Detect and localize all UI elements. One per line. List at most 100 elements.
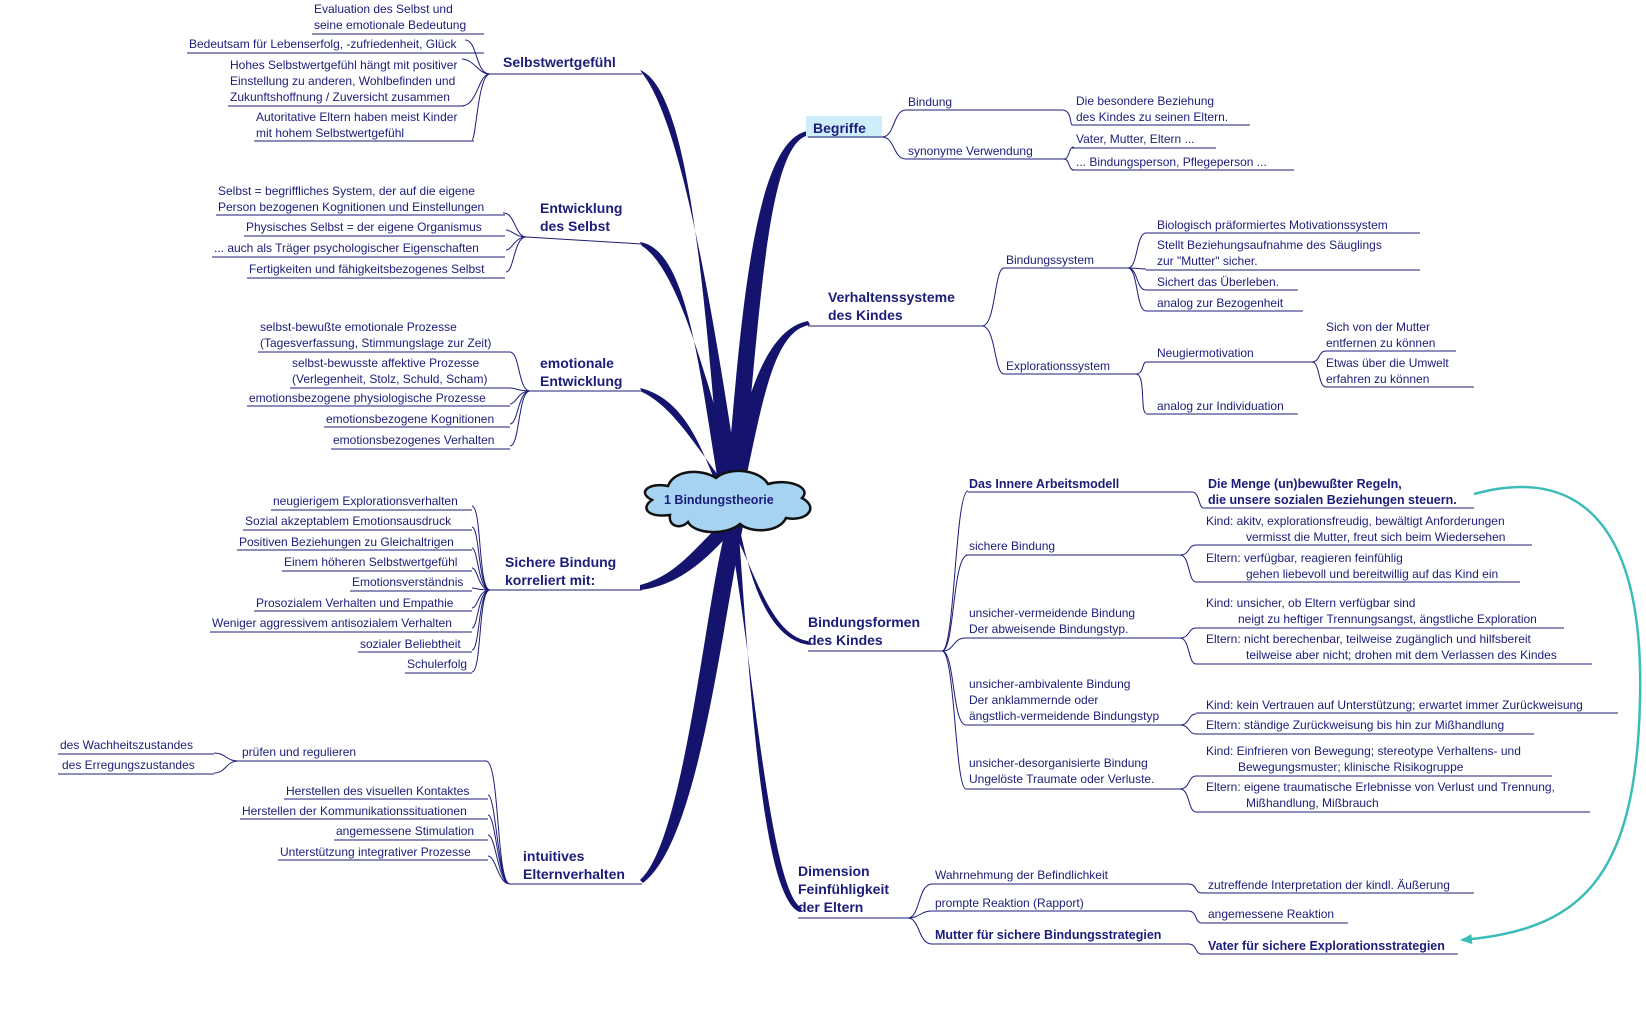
center-title: 1 Bindungstheorie [664, 493, 774, 507]
emotional-item-4: emotionsbezogene Kognitionen [326, 412, 494, 426]
bindungssystem-item-3: Sichert das Überleben. [1157, 275, 1279, 289]
sicher-item-6: Prosozialem Verhalten und Empathie [256, 596, 454, 610]
vermeidend-kind-1: Kind: unsicher, ob Eltern verfügbar sind [1206, 596, 1415, 610]
branch-verhalten: Verhaltenssysteme des Kindes Bindungssys… [808, 218, 1474, 415]
selbst-item-4: Fertigkeiten und fähigkeitsbezogenes Sel… [249, 262, 485, 276]
trunk-selbst [640, 242, 742, 505]
selbst-item-1b: Person bezogenen Kognitionen und Einstel… [218, 200, 484, 214]
selbst-item-3: ... auch als Träger psychologischer Eige… [214, 241, 479, 255]
topic-verhalten-1[interactable]: Verhaltenssysteme [828, 289, 955, 305]
dimension-vater: Vater für sichere Explorationsstrategien [1208, 939, 1445, 953]
sicher-item-5: Emotionsverständnis [352, 575, 463, 589]
formen-desorganisiert-1: unsicher-desorganisierte Bindung [969, 756, 1148, 770]
emotional-item-2b: (Verlegenheit, Stolz, Schuld, Scham) [292, 372, 487, 386]
relationship-arrow[interactable] [1460, 485, 1642, 945]
pruefen-item-2: des Erregungszustandes [62, 758, 195, 772]
connector-mutter [1187, 943, 1203, 955]
topic-sicher-1[interactable]: Sichere Bindung [505, 554, 616, 570]
neugier-item-2a: Etwas über die Umwelt [1326, 356, 1449, 370]
topic-emotional-2[interactable]: Entwicklung [540, 373, 622, 389]
reaktion-item: angemessene Reaktion [1208, 907, 1334, 921]
topic-dimension-1[interactable]: Dimension [798, 863, 870, 879]
selbstwert-item-2: Bedeutsam für Lebenserfolg, -zufriedenhe… [189, 37, 457, 51]
sicher-eltern-2: gehen liebevoll und bereitwillig auf das… [1246, 567, 1498, 581]
branch-begriffe: Begriffe Bindung Die besondere Beziehung… [806, 94, 1294, 171]
ambivalent-kind: Kind: kein Vertrauen auf Unterstützung; … [1206, 698, 1583, 712]
sicher-kind-1: Kind: akitv, explorationsfreudig, bewält… [1206, 514, 1505, 528]
trunk-verhalten [725, 321, 810, 505]
topic-dimension-3[interactable]: der Eltern [798, 899, 863, 915]
synonym-item-2: ... Bindungsperson, Pflegeperson ... [1076, 155, 1267, 169]
connector-verhalten [981, 267, 1005, 375]
formen-ambivalent-2: Der anklammernde oder [969, 693, 1098, 707]
topic-intuitiv-2[interactable]: Elternverhalten [523, 866, 625, 882]
bindung-def-2: des Kindes zu seinen Eltern. [1076, 110, 1228, 124]
sicher-item-3: Positiven Beziehungen zu Gleichaltrigen [239, 535, 454, 549]
selbstwert-item-3a: Hohes Selbstwertgefühl hängt mit positiv… [230, 58, 457, 72]
begriffe-highlight [806, 116, 882, 138]
topic-dimension-2[interactable]: Feinfühligkeit [798, 881, 889, 897]
formen-arbeitsmodell: Das Innere Arbeitsmodell [969, 477, 1119, 491]
topic-selbst-1[interactable]: Entwicklung [540, 200, 622, 216]
topic-formen-1[interactable]: Bindungsformen [808, 614, 920, 630]
connector-vermeidend [1179, 627, 1197, 665]
desorganisiert-kind-1: Kind: Einfrieren von Bewegung; stereotyp… [1206, 744, 1521, 758]
connector-ambivalent [1179, 713, 1197, 735]
connector-intuitiv [485, 760, 511, 885]
neugier-item-1b: entfernen zu können [1326, 336, 1435, 350]
sicher-item-1: neugierigem Explorationsverhalten [273, 494, 458, 508]
dimension-wahrnehmung: Wahrnehmung der Befindlichkeit [935, 868, 1109, 882]
topic-sicher-2[interactable]: korreliert mit: [505, 572, 595, 588]
trunk-sicher [640, 518, 740, 590]
emotional-item-1b: (Tagesverfassung, Stimmungslage zur Zeit… [260, 336, 491, 350]
neugier-item-1a: Sich von der Mutter [1326, 320, 1430, 334]
underline-selbst [525, 236, 643, 245]
connector-arbeitsmodell [1191, 491, 1205, 509]
connector-bindung [1061, 109, 1073, 126]
pruefen-item-1: des Wachheitszustandes [60, 738, 193, 752]
connector-desorganisiert [1179, 775, 1197, 813]
formen-ambivalent-1: unsicher-ambivalente Bindung [969, 677, 1130, 691]
topic-intuitiv-1[interactable]: intuitives [523, 848, 585, 864]
connector-emotional [509, 351, 531, 447]
emotional-item-1a: selbst-bewußte emotionale Prozesse [260, 320, 457, 334]
sicher-item-7: Weniger aggressivem antisozialem Verhalt… [212, 616, 452, 630]
dimension-reaktion: prompte Reaktion (Rapport) [935, 896, 1084, 910]
center-topic[interactable]: 1 Bindungstheorie [643, 469, 812, 534]
bindungssystem-item-4: analog zur Bezogenheit [1157, 296, 1284, 310]
branch-intuitiv: intuitives Elternverhalten prüfen und re… [58, 738, 642, 885]
emotional-item-3: emotionsbezogene physiologische Prozesse [249, 391, 486, 405]
branch-dimension: Dimension Feinfühligkeit der Eltern Wahr… [798, 863, 1474, 955]
topic-begriffe[interactable]: Begriffe [813, 120, 866, 136]
connector-selbst [502, 212, 527, 273]
branch-formen: Bindungsformen des Kindes Das Innere Arb… [808, 477, 1618, 813]
arbeitsmodell-def-2: die unsere sozialen Beziehungen steuern. [1208, 493, 1457, 507]
intuitiv-item-3: angemessene Stimulation [336, 824, 474, 838]
topic-selbst-2[interactable]: des Selbst [540, 218, 610, 234]
selbst-item-1a: Selbst = begriffliches System, der auf d… [218, 184, 475, 198]
trunk-dimension [728, 522, 802, 912]
begriffe-synonym: synonyme Verwendung [908, 144, 1033, 158]
connector-wahrnehmung [1187, 883, 1203, 894]
branch-selbstwert: Selbstwertgefühl Evaluation des Selbst u… [187, 2, 642, 142]
connector-bindungssystem [1127, 232, 1147, 312]
formen-vermeidend-2: Der abweisende Bindungstyp. [969, 622, 1128, 636]
topic-emotional-1[interactable]: emotionale [540, 355, 614, 371]
ambivalent-eltern: Eltern: ständige Zurückweisung bis hin z… [1206, 718, 1504, 732]
formen-vermeidend-1: unsicher-vermeidende Bindung [969, 606, 1135, 620]
selbstwert-item-1a: Evaluation des Selbst und [314, 2, 453, 16]
bindungssystem-item-1: Biologisch präformiertes Motivationssyst… [1157, 218, 1388, 232]
sicher-item-2: Sozial akzeptablem Emotionsausdruck [245, 514, 452, 528]
topic-verhalten-2[interactable]: des Kindes [828, 307, 903, 323]
branch-selbst: Entwicklung des Selbst Selbst = begriffl… [212, 184, 643, 279]
formen-desorganisiert-2: Ungelöste Traumate oder Verluste. [969, 772, 1154, 786]
connector-selbstwert [461, 39, 491, 141]
bindungssystem-item-2b: zur "Mutter" sicher. [1157, 254, 1258, 268]
begriffe-bindung: Bindung [908, 95, 952, 109]
topic-selbstwert[interactable]: Selbstwertgefühl [503, 54, 616, 70]
connector-formen [941, 490, 969, 790]
connector-reaktion [1187, 910, 1203, 924]
topic-formen-2[interactable]: des Kindes [808, 632, 883, 648]
formen-sicher: sichere Bindung [969, 539, 1055, 553]
